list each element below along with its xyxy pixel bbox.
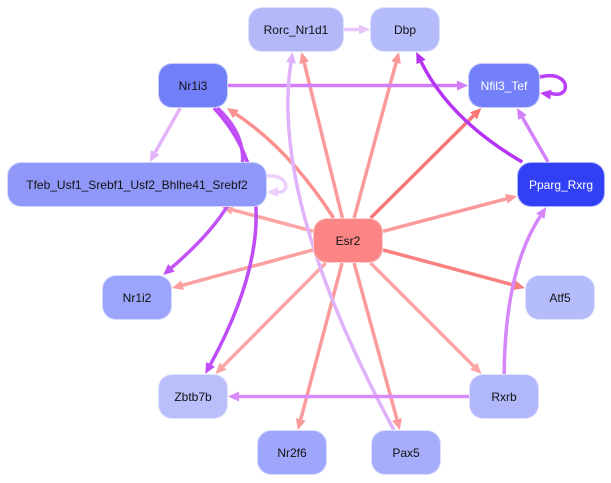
edge-esr2-to-rxrb [369, 261, 482, 374]
edge-esr2-to-dbp [352, 52, 401, 219]
edge-nfil3_tef-to-nfil3_tef [539, 73, 567, 100]
edge-line [208, 106, 258, 366]
edge-line [302, 62, 345, 219]
edge-line [352, 262, 399, 420]
edge-arrowhead [470, 108, 482, 120]
node-nr1i3[interactable]: Nr1i3 [158, 63, 228, 108]
edge-arrowhead [226, 108, 239, 119]
node-label: Pax5 [392, 445, 420, 460]
node-nr1i2[interactable]: Nr1i2 [102, 275, 172, 320]
edge-arrowhead [205, 361, 215, 374]
edge-rxrb-to-zbtb7b [228, 391, 469, 402]
edge-rorc_nr1d1-to-dbp [344, 24, 370, 35]
node-label: Nr1i2 [122, 290, 152, 305]
node-rxrb[interactable]: Rxrb [469, 374, 539, 419]
edge-line [299, 262, 344, 420]
edge-nr1i3-to-zbtb7b [205, 106, 258, 374]
edge-esr2-to-rorc_nr1d1 [299, 52, 345, 219]
node-tfeb-usf1-srebf1-usf2-bhlhe41-srebf2[interactable]: Tfeb_Usf1_Srebf1_Usf2_Bhlhe41_Srebf2 [7, 162, 267, 207]
node-dbp[interactable]: Dbp [370, 7, 440, 52]
edge-arrowhead [172, 280, 184, 291]
edge-esr2-to-tfeb [221, 204, 314, 233]
node-label: Nr2f6 [277, 445, 307, 460]
node-nr2f6[interactable]: Nr2f6 [257, 430, 327, 475]
node-label: Pparg_Rxrg [528, 177, 594, 192]
edge-line [231, 208, 314, 233]
edge-line [235, 112, 336, 219]
edge-line [369, 114, 475, 220]
edge-arrowhead [359, 24, 370, 35]
edge-arrowhead [416, 52, 426, 65]
node-label: Atf5 [549, 290, 571, 305]
edge-esr2-to-pparg_rxrg [382, 194, 517, 233]
edge-pparg_rxrg-to-dbp [416, 52, 524, 164]
edge-arrowhead [457, 80, 468, 91]
edge-line [382, 248, 515, 287]
edge-arrowhead [215, 362, 227, 374]
edge-line [520, 116, 550, 163]
node-atf5[interactable]: Atf5 [525, 275, 595, 320]
edge-line [221, 261, 327, 368]
edge-line [286, 62, 396, 431]
node-nfil3-tef[interactable]: Nfil3_Tef [468, 63, 540, 108]
edge-esr2-to-atf5 [382, 248, 525, 291]
edge-arrowhead [470, 362, 482, 374]
edge-rxrb-to-pparg_rxrg [502, 207, 547, 375]
node-label: Dbp [393, 22, 416, 37]
edge-esr2-to-nr1i3 [226, 108, 336, 219]
node-label: Tfeb_Usf1_Srebf1_Usf2_Bhlhe41_Srebf2 [26, 177, 248, 192]
edge-arrowhead [392, 418, 402, 430]
edge-tfeb-to-tfeb [266, 174, 288, 197]
edge-arrowhead [267, 187, 278, 197]
edge-arrowhead [299, 52, 310, 64]
edge-line [352, 62, 398, 219]
edge-nr1i3-to-nfil3_tef [228, 80, 468, 91]
edge-arrowhead [540, 89, 552, 100]
node-label: Rxrb [491, 389, 517, 404]
edge-esr2-to-nfil3_tef [369, 108, 482, 220]
node-rorc-nr1d1[interactable]: Rorc_Nr1d1 [248, 7, 344, 52]
node-label: Nr1i3 [178, 78, 208, 93]
node-esr2[interactable]: Esr2 [313, 218, 383, 263]
edge-line [369, 261, 475, 368]
edge-esr2-to-zbtb7b [215, 261, 327, 374]
edge-line [382, 197, 507, 233]
edge-esr2-to-pax5 [352, 262, 402, 430]
node-label: Nfil3_Tef [480, 78, 528, 93]
node-label: Zbtb7b [174, 389, 212, 404]
edge-line [539, 73, 567, 97]
edge-pparg_rxrg-to-nfil3_tef [516, 108, 550, 163]
edge-arrowhead [505, 194, 517, 204]
edge-esr2-to-nr1i2 [172, 248, 314, 291]
edge-arrowhead [285, 52, 296, 64]
node-label: Rorc_Nr1d1 [263, 22, 329, 37]
edge-line [153, 107, 182, 154]
edge-arrowhead [228, 391, 239, 402]
node-zbtb7b[interactable]: Zbtb7b [158, 374, 228, 419]
edge-pax5-to-rorc_nr1d1 [285, 52, 396, 431]
edge-arrowhead [163, 264, 175, 275]
edge-esr2-to-nr2f6 [295, 262, 344, 430]
edge-arrowhead [149, 149, 160, 162]
edge-arrowhead [516, 108, 527, 121]
edge-arrowhead [295, 418, 306, 430]
edge-arrowhead [391, 52, 401, 64]
node-pax5[interactable]: Pax5 [371, 430, 441, 475]
node-label: Esr2 [335, 233, 361, 248]
edge-nr1i3-to-tfeb [149, 107, 182, 162]
edge-line [419, 61, 524, 164]
edge-arrowhead [513, 280, 525, 291]
edge-line [502, 215, 542, 375]
node-pparg-rxrg[interactable]: Pparg_Rxrg [517, 162, 605, 207]
edge-arrowhead [536, 207, 547, 219]
edge-line [266, 174, 288, 194]
